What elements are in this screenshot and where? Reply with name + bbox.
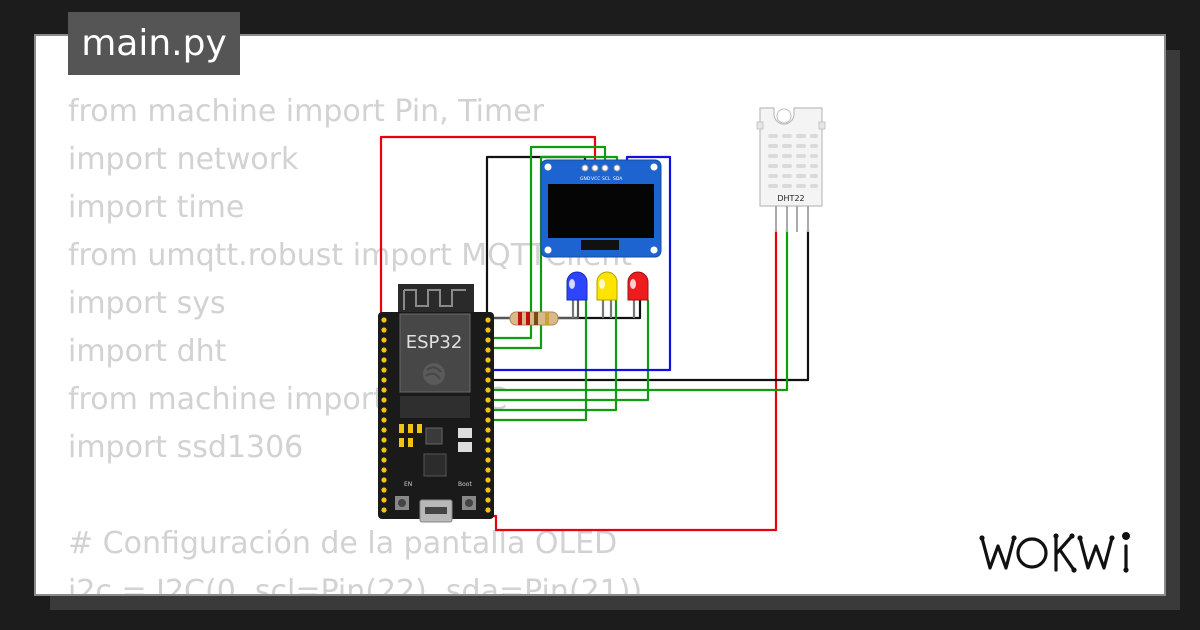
card-shadow-bottom xyxy=(50,596,1180,610)
project-preview-card: from machine import Pin, Timer import ne… xyxy=(34,34,1166,596)
code-line: import network xyxy=(68,142,299,177)
oled-pin-label: SDA xyxy=(613,176,623,182)
resistor[interactable] xyxy=(509,311,559,326)
wire-green-oled-scl xyxy=(492,145,607,340)
wire-green-led-red xyxy=(492,300,650,402)
card-shadow-right xyxy=(1166,50,1180,610)
file-tab[interactable]: main.py xyxy=(68,12,240,75)
code-line: i2c = I2C(0, scl=Pin(22), sda=Pin(21)) xyxy=(68,574,643,596)
code-preview: from machine import Pin, Timer import ne… xyxy=(68,88,643,596)
wire-red-oled-vcc xyxy=(379,135,597,318)
oled-pin-label: VCC xyxy=(591,176,600,182)
oled-pin-label: SCL xyxy=(602,176,611,182)
en-label: EN xyxy=(404,481,412,488)
led-blue[interactable] xyxy=(566,271,588,301)
led-yellow[interactable] xyxy=(596,271,618,301)
code-line: # Configuración de la pantalla OLED xyxy=(68,526,618,561)
code-line: import dht xyxy=(68,334,227,369)
code-line: import sys xyxy=(68,286,226,321)
wire-green-led-blue xyxy=(492,300,588,422)
led-red[interactable] xyxy=(627,271,649,301)
dht22-sensor[interactable]: DHT22 xyxy=(756,107,826,232)
code-line: import ssd1306 xyxy=(68,430,304,465)
dht22-label: DHT22 xyxy=(777,194,804,203)
wokwi-logo-icon xyxy=(979,532,1131,573)
esp32-label: ESP32 xyxy=(406,332,463,353)
oled-pin-label: GND xyxy=(580,176,591,182)
wire-black-dht-gnd xyxy=(492,230,810,382)
esp32-board[interactable]: ESP32 EN Boot xyxy=(378,284,494,523)
oled-display[interactable]: GND VCC SCL SDA xyxy=(540,159,662,258)
wire-green-led-yellow xyxy=(492,300,618,412)
wire-green-dht-data xyxy=(492,230,789,392)
code-line: from machine import Pin, Timer xyxy=(68,94,545,129)
wire-led-legs xyxy=(571,300,636,318)
boot-label: Boot xyxy=(458,481,472,488)
code-line: import time xyxy=(68,190,245,225)
wire-resistor-lead xyxy=(492,300,580,320)
